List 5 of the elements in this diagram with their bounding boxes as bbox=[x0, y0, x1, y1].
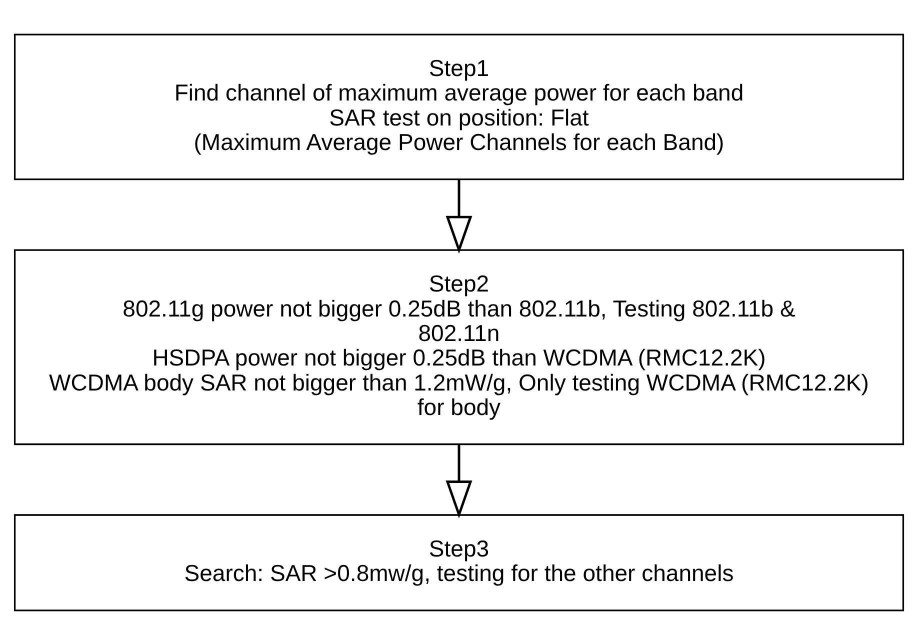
arrow bbox=[446, 179, 472, 254]
arrow bbox=[446, 444, 472, 518]
node-box: Step1 Find channel of maximum average power for each band SAR test on position: Flat (Maximum Average Power Channels for each Band) bbox=[14, 33, 904, 180]
node-box: Step2 802.11g power not bigger 0.25dB than 802.11b, Testing 802.11b & 802.11n HSDPA power not bigger 0.25dB than WCDMA (RMC12.2K) WCDMA body SAR not bigger than 1.2mW/g, Only testing WCDMA (RMC12.2K) for body bbox=[14, 248, 904, 445]
node-box: Step3 Search: SAR >0.8mw/g, testing for the other channels bbox=[14, 514, 904, 611]
